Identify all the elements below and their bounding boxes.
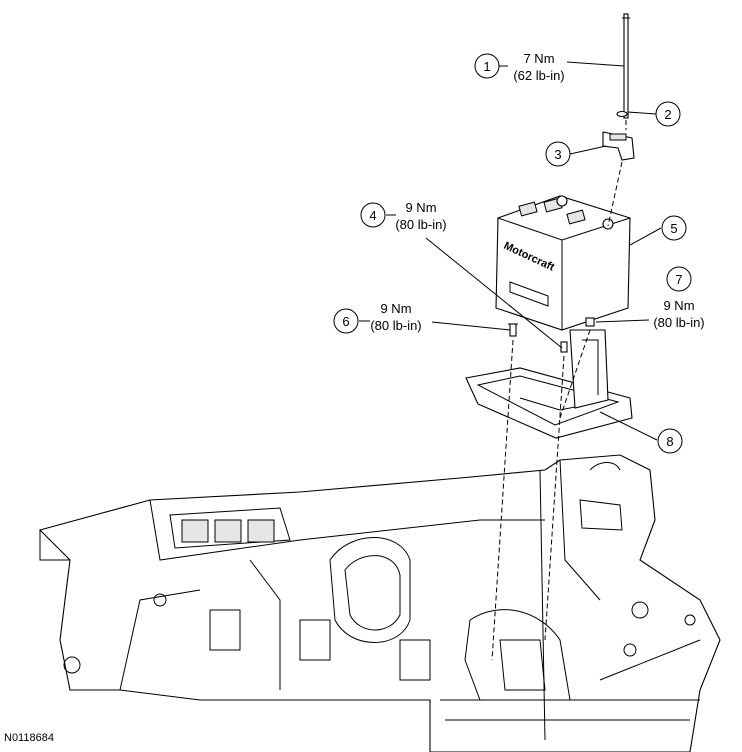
callout-3: 3 (545, 141, 571, 167)
callout-6-torque-nm: 9 Nm (380, 301, 411, 316)
callout-4-torque-lb: (80 lb-in) (395, 217, 446, 232)
washer (616, 110, 628, 118)
fastener-7 (585, 317, 595, 327)
callout-1: 1 7 Nm (62 lb-in) (474, 51, 565, 83)
callout-6-number: 6 (342, 314, 349, 329)
callout-6: 6 9 Nm (80 lb-in) (333, 301, 422, 334)
battery-hold-down (602, 131, 635, 161)
battery-tray (465, 329, 633, 439)
callout-5-number: 5 (670, 221, 677, 236)
callout-3-number: 3 (554, 147, 561, 162)
callout-4-number: 4 (369, 208, 376, 223)
callout-1-torque-lb: (62 lb-in) (513, 68, 564, 83)
alignment-lines (491, 120, 627, 661)
callout-7-torque-lb: (80 lb-in) (653, 315, 704, 330)
callout-1-torque-nm: 7 Nm (523, 51, 554, 66)
callout-7-number: 7 (675, 272, 682, 287)
callout-1-number: 1 (483, 59, 490, 74)
callout-8: 8 (657, 428, 683, 454)
callout-6-torque-lb: (80 lb-in) (370, 318, 421, 333)
callout-4-torque-nm: 9 Nm (405, 200, 436, 215)
callout-7-torque-nm: 9 Nm (663, 298, 694, 313)
fastener-4 (560, 341, 568, 353)
callout-8-number: 8 (666, 434, 673, 449)
callout-2: 2 (655, 101, 681, 127)
callout-7: 7 9 Nm (80 lb-in) (653, 266, 705, 330)
callout-4: 4 9 Nm (80 lb-in) (360, 200, 447, 232)
leader-lines (359, 61, 662, 441)
dash-panel-structure (38, 454, 721, 752)
callout-5: 5 (661, 215, 687, 241)
callout-2-number: 2 (664, 107, 671, 122)
figure-id: N0118684 (4, 732, 54, 744)
battery: Motorcraft (495, 195, 631, 331)
